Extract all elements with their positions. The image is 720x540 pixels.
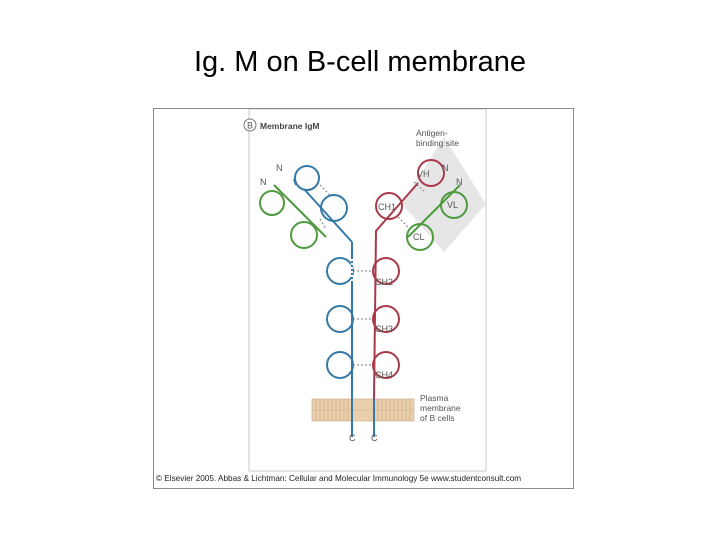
domain-vl-label: VL — [447, 200, 458, 210]
light-chain-left — [259, 184, 327, 249]
inner-frame — [248, 109, 487, 472]
disulfide-bonds — [319, 181, 425, 366]
n-terminus-heavy-right: N — [442, 163, 449, 173]
domain-ch2-label: CH2 — [375, 277, 393, 287]
domain-ch3-label: CH3 — [375, 324, 393, 334]
membrane-label-1: Plasma — [420, 393, 449, 403]
igm-diagram-svg: B Membrane IgM Antigen- binding site — [243, 109, 487, 472]
n-terminus-light-right: N — [456, 177, 463, 187]
heavy-chain-left — [293, 165, 354, 437]
domain-vh-label: VH — [417, 169, 430, 179]
panel-title: Membrane IgM — [260, 121, 320, 131]
membrane-label-2: membrane — [420, 403, 461, 413]
antigen-site-label-1: Antigen- — [416, 128, 448, 138]
figure-credit: © Elsevier 2005. Abbas & Lichtman: Cellu… — [156, 474, 522, 483]
domain-ch1-label: CH1 — [378, 202, 396, 212]
c-terminus-right: C — [371, 433, 378, 443]
membrane-label-3: of B cells — [420, 413, 455, 423]
n-terminus-heavy-left: N — [276, 163, 283, 173]
domain-ch4-label: CH4 — [375, 370, 393, 380]
antigen-site-label-2: binding site — [416, 138, 459, 148]
n-terminus-light-left: N — [260, 177, 267, 187]
slide-title: Ig. M on B-cell membrane — [193, 46, 526, 78]
panel-letter-circle — [243, 118, 257, 132]
domain-cl-label: CL — [413, 232, 425, 242]
panel-letter: B — [247, 121, 253, 131]
igm-diagram-figure: B Membrane IgM Antigen- binding site — [153, 108, 574, 489]
light-chain-right — [406, 184, 468, 251]
c-terminus-left: C — [349, 433, 356, 443]
heavy-chain-right — [372, 159, 445, 400]
